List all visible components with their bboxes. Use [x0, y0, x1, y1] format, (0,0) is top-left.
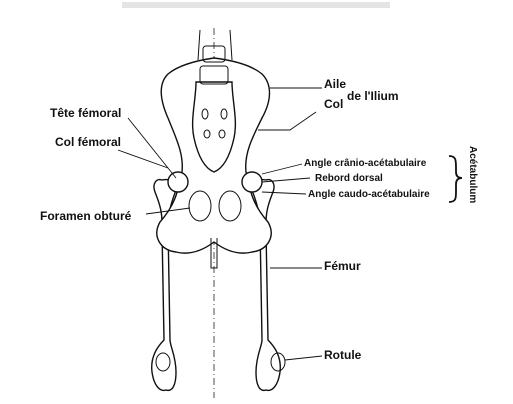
- label-foramen-obture: Foramen obturé: [40, 209, 132, 223]
- lumbar-vertebra: [199, 65, 229, 85]
- leader-angle-caudo: [261, 191, 307, 195]
- sacral-foramen-right: [220, 108, 228, 120]
- sacral-foramen-right-2: [218, 129, 226, 139]
- spine-line-left: [197, 29, 201, 61]
- label-tete-femoral: Tête fémoral: [50, 106, 121, 120]
- leader-foramen: [145, 207, 191, 215]
- label-angle-cranio: Angle crânio-acétabulaire: [304, 158, 427, 169]
- left-femoral-head: [167, 171, 189, 193]
- label-aile: Aile: [324, 77, 346, 91]
- leader-rotule: [284, 355, 323, 361]
- leader-col-femoral: [117, 149, 169, 169]
- right-femoral-head: [241, 171, 263, 193]
- label-acetabulum: Acétabulum: [467, 146, 478, 203]
- lumbar-vertebra-2: [202, 45, 226, 63]
- acetabulum-brace: [448, 155, 463, 203]
- leader-rebord-dorsal: [261, 177, 311, 183]
- leader-tete-femoral: [127, 117, 177, 179]
- sacral-foramen-left: [201, 108, 209, 120]
- label-rebord-dorsal: Rebord dorsal: [315, 173, 383, 184]
- label-de-l-ilium: de l'Ilium: [347, 89, 399, 103]
- label-rotule: Rotule: [324, 348, 362, 362]
- sacrum: [191, 81, 237, 173]
- label-col-femoral: Col fémoral: [55, 135, 121, 149]
- leader-col-ilium: [258, 111, 317, 131]
- label-angle-caudo: Angle caudo-acétabulaire: [308, 189, 430, 200]
- spine-line-right: [229, 29, 233, 61]
- faded-header-text: [122, 2, 390, 8]
- left-femur: [150, 178, 178, 392]
- left-obturator-foramen: [188, 190, 212, 222]
- label-femur: Fémur: [324, 259, 361, 273]
- coccyx: [210, 238, 218, 269]
- left-patella: [155, 352, 171, 372]
- right-obturator-foramen: [218, 190, 242, 222]
- leader-angle-cranio: [261, 163, 303, 175]
- label-col-ilium: Col: [324, 97, 343, 111]
- right-patella: [270, 352, 286, 372]
- right-femur: [250, 178, 282, 392]
- sacral-foramen-left-2: [203, 129, 211, 139]
